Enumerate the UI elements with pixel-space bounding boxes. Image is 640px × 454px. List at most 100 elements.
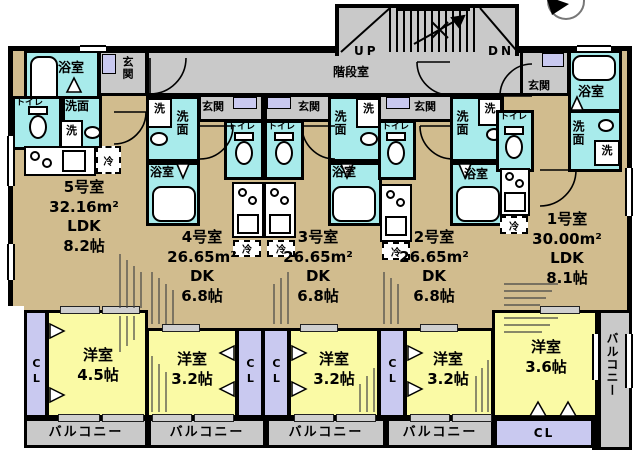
bedroom-label: 洋室 — [176, 350, 207, 368]
unit-layout-size: 6.8帖 — [297, 286, 339, 305]
bedroom-label: 洋室 — [318, 350, 349, 368]
bedroom-label: 洋室 — [82, 346, 113, 364]
unit-name: 2号室 — [413, 228, 455, 246]
window — [80, 45, 106, 53]
sliding-window — [152, 414, 192, 422]
entrance-label: 玄関 — [528, 79, 550, 92]
window — [625, 334, 633, 388]
wall — [592, 416, 600, 450]
unit-layout: DK — [305, 267, 331, 285]
kitchen-sink-icon — [269, 214, 291, 234]
sliding-door — [300, 324, 338, 332]
bathtub-icon — [332, 186, 376, 222]
shoe-cabinet — [267, 97, 291, 109]
north-arrow-icon — [547, 0, 585, 20]
sliding-door — [102, 306, 140, 314]
unit-name: 5号室 — [63, 178, 105, 196]
sliding-door — [162, 324, 200, 332]
closet-label: CL — [269, 357, 283, 387]
stove-burner-icon — [238, 188, 247, 197]
entrance-label: 玄関 — [414, 100, 436, 113]
shoe-cabinet — [102, 54, 116, 74]
balcony-label: バルコニー — [169, 425, 245, 440]
unit-layout: LDK — [67, 217, 101, 235]
unit-layout-size: 8.2帖 — [63, 236, 105, 255]
toilet-label: トイレ — [500, 112, 528, 122]
sliding-window — [194, 414, 234, 422]
stove-burner-icon — [396, 198, 405, 207]
fridge-space: 冷 — [96, 146, 121, 174]
toilet-tank-icon — [274, 132, 294, 141]
sliding-door — [60, 306, 100, 314]
window — [592, 334, 600, 380]
entrance-label: 玄関 — [121, 56, 134, 80]
toilet-label: トイレ — [228, 122, 256, 132]
unit-area: 26.65m² — [167, 247, 237, 266]
unit-layout-size: 8.1帖 — [546, 268, 588, 287]
kitchen-sink-icon — [504, 192, 526, 212]
stove-burner-icon — [30, 151, 40, 161]
shoe-cabinet — [386, 97, 410, 109]
unit2-bedroom-title: 洋室 3.2帖 — [406, 350, 490, 389]
toilet-bowl-icon — [29, 115, 47, 139]
washing-machine-icon: 洗 — [60, 120, 83, 148]
closet-label: CL — [243, 357, 257, 387]
sliding-window — [58, 414, 100, 422]
stove-burner-icon — [270, 188, 279, 197]
sliding-door — [420, 324, 458, 332]
stairs-down-label: DN — [488, 44, 515, 58]
stove-burner-icon — [505, 172, 514, 181]
bedroom-size: 3.6帖 — [525, 357, 567, 376]
entrance-label: 玄関 — [298, 100, 320, 113]
kitchen-sink-icon — [62, 150, 86, 172]
unit2-title: 2号室 26.65m² DK 6.8帖 — [378, 228, 490, 306]
sliding-window — [452, 414, 492, 422]
bathroom-label: 浴室 — [578, 85, 605, 100]
fridge-space: 冷 — [382, 242, 410, 260]
bedroom-size: 3.2帖 — [313, 369, 355, 388]
toilet-tank-icon — [504, 126, 524, 135]
closet-label: CL — [29, 357, 43, 387]
toilet-bowl-icon — [505, 135, 523, 159]
shoe-cabinet — [233, 97, 257, 109]
unit5-bedroom-title: 洋室 4.5帖 — [56, 346, 140, 385]
stairwell-label: 階段室 — [333, 65, 370, 79]
sliding-window — [410, 414, 450, 422]
sliding-window — [336, 414, 376, 422]
balcony-label: バルコニー — [48, 425, 124, 440]
unit-layout: LDK — [550, 249, 584, 267]
bathroom-label: 浴室 — [58, 61, 85, 76]
washroom-label: 洗面 — [455, 110, 469, 136]
unit3-title: 3号室 26.65m² DK 6.8帖 — [262, 228, 374, 306]
bathtub-icon — [152, 186, 196, 222]
bedroom-label: 洋室 — [432, 350, 463, 368]
stove-burner-icon — [386, 190, 395, 199]
bedroom-size: 3.2帖 — [171, 369, 213, 388]
balcony-label: バルコニー — [402, 425, 478, 440]
sliding-window — [294, 414, 334, 422]
sink-icon — [360, 132, 378, 146]
unit-area: 30.00m² — [532, 229, 602, 248]
unit5-title: 5号室 32.16m² LDK 8.2帖 — [28, 178, 140, 256]
unit-layout-size: 6.8帖 — [413, 286, 455, 305]
window — [7, 244, 15, 280]
stove-burner-icon — [248, 196, 257, 205]
bathtub-icon — [456, 186, 500, 222]
fridge-space: 冷 — [267, 240, 295, 257]
unit-area: 26.65m² — [283, 247, 353, 266]
stairs-up-label: UP — [354, 44, 379, 58]
unit4-title: 4号室 26.65m² DK 6.8帖 — [148, 228, 256, 306]
unit-area: 32.16m² — [49, 197, 119, 216]
exterior-cutout — [0, 306, 24, 454]
toilet-label: トイレ — [16, 98, 44, 108]
kitchen-sink-icon — [385, 216, 407, 236]
toilet-bowl-icon — [275, 141, 293, 165]
bedroom-size: 4.5帖 — [77, 365, 119, 384]
toilet-label: トイレ — [382, 122, 410, 132]
toilet-bowl-icon — [235, 141, 253, 165]
toilet-label: トイレ — [268, 122, 296, 132]
stove-burner-icon — [42, 158, 52, 168]
unit1-title: 1号室 30.00m² LDK 8.1帖 — [506, 210, 628, 288]
window — [625, 168, 633, 216]
